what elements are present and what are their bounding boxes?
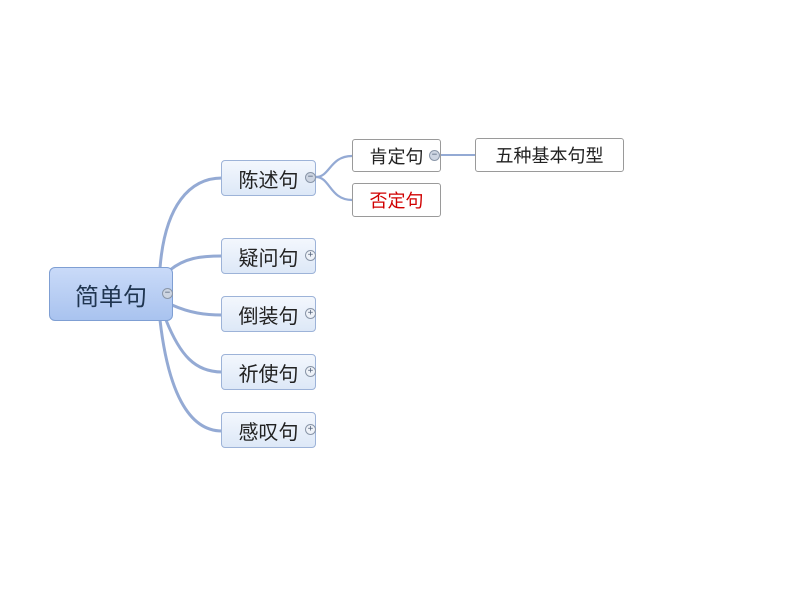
branch-label: 疑问句 bbox=[238, 245, 299, 270]
expand-icon[interactable]: + bbox=[305, 424, 316, 435]
leaf-label: 否定句 bbox=[369, 191, 424, 212]
leaf-node-sentence-patterns[interactable]: 五种基本句型 bbox=[475, 138, 624, 172]
branch-node-question[interactable]: 疑问句 bbox=[221, 238, 316, 274]
connector-root-to-exclamatory bbox=[158, 318, 224, 433]
connector-root-to-statement bbox=[158, 176, 224, 270]
collapse-icon[interactable]: − bbox=[305, 172, 316, 183]
expand-icon[interactable]: + bbox=[305, 308, 316, 319]
collapse-icon[interactable]: − bbox=[162, 288, 173, 299]
branch-label: 感叹句 bbox=[238, 419, 299, 444]
expand-icon[interactable]: + bbox=[305, 250, 316, 261]
connector-root-to-question bbox=[168, 254, 224, 272]
connector-statement-to-negative bbox=[314, 175, 354, 202]
leaf-node-affirmative[interactable]: 肯定句 bbox=[352, 139, 441, 172]
root-label: 简单句 bbox=[75, 282, 147, 311]
branch-node-exclamatory[interactable]: 感叹句 bbox=[221, 412, 316, 448]
root-node[interactable]: 简单句 bbox=[49, 267, 173, 321]
collapse-icon[interactable]: − bbox=[429, 150, 440, 161]
expand-icon[interactable]: + bbox=[305, 366, 316, 377]
connector-root-to-imperative bbox=[164, 318, 224, 374]
connector-root-to-inversion bbox=[170, 303, 224, 317]
leaf-label: 五种基本句型 bbox=[495, 146, 604, 167]
branch-node-imperative[interactable]: 祈使句 bbox=[221, 354, 316, 390]
leaf-node-negative[interactable]: 否定句 bbox=[352, 183, 441, 217]
leaf-label: 肯定句 bbox=[369, 146, 424, 168]
branch-label: 陈述句 bbox=[238, 167, 299, 192]
branch-node-statement[interactable]: 陈述句 bbox=[221, 160, 316, 196]
branch-node-inversion[interactable]: 倒装句 bbox=[221, 296, 316, 332]
branch-label: 倒装句 bbox=[238, 303, 299, 328]
connector-statement-to-affirmative bbox=[314, 154, 354, 179]
branch-label: 祈使句 bbox=[238, 361, 299, 386]
